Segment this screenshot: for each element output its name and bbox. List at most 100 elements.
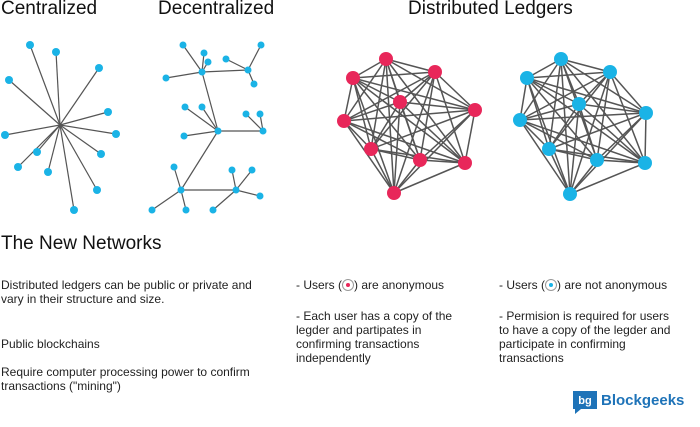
network-edge xyxy=(343,77,354,122)
network-edge xyxy=(609,71,647,114)
network-edge xyxy=(247,44,262,71)
network-edge xyxy=(519,58,562,121)
network-node xyxy=(209,206,217,214)
network-node xyxy=(33,148,41,156)
network-edge xyxy=(352,77,476,111)
svg-text:bg: bg xyxy=(578,395,591,407)
network-edge xyxy=(182,44,203,73)
network-diagrams xyxy=(1,41,653,214)
ledger-node xyxy=(554,52,568,66)
ledger-node xyxy=(563,187,577,201)
network-node xyxy=(200,49,208,57)
network-node xyxy=(248,166,256,174)
ledger-node xyxy=(513,113,527,127)
network-edge xyxy=(173,166,182,191)
ledger-node xyxy=(387,186,401,200)
network-edge xyxy=(609,71,646,164)
network-node xyxy=(170,163,178,171)
heading-distributed-ledgers: Distributed Ledgers xyxy=(408,0,573,19)
network-edge xyxy=(560,58,611,73)
network-node xyxy=(259,127,267,135)
network-node xyxy=(222,55,230,63)
network-edge xyxy=(55,51,61,126)
network-edge xyxy=(526,77,580,105)
network-edge xyxy=(4,124,61,136)
private-users-prefix: - Users ( xyxy=(499,278,545,292)
network-edge xyxy=(343,120,466,164)
private-node-icon xyxy=(545,279,557,291)
network-node xyxy=(93,186,101,194)
network-edge xyxy=(399,101,466,164)
network-edge xyxy=(560,58,646,164)
network-edge xyxy=(245,113,264,132)
network-edge xyxy=(151,189,182,211)
network-edge xyxy=(183,130,219,137)
network-node xyxy=(257,41,265,49)
intro-text: Distributed ledgers can be public or pri… xyxy=(1,278,252,306)
network-edge xyxy=(569,112,647,195)
network-edge xyxy=(519,112,647,121)
network-edge xyxy=(393,159,421,194)
network-node xyxy=(95,64,103,72)
network-edge xyxy=(526,77,646,164)
network-node xyxy=(52,48,60,56)
network-edge xyxy=(352,77,466,164)
network-edge xyxy=(59,124,98,191)
ledger-node xyxy=(379,52,393,66)
network-edge xyxy=(578,103,646,164)
private-users-note: - Users () are not anonymous xyxy=(499,278,699,292)
public-blockchains-label: Public blockchains xyxy=(1,337,100,351)
network-node xyxy=(214,127,222,135)
network-edge xyxy=(569,159,598,195)
public-users-prefix: - Users ( xyxy=(296,278,342,292)
network-edge xyxy=(343,120,395,194)
ledger-node xyxy=(639,106,653,120)
network-node xyxy=(162,74,170,82)
network-edge xyxy=(343,109,476,122)
network-node xyxy=(5,76,13,84)
network-edge xyxy=(596,159,646,164)
network-edge xyxy=(201,69,249,73)
network-edge xyxy=(419,159,466,164)
network-edge xyxy=(434,71,476,111)
network-edge xyxy=(370,109,476,150)
network-node xyxy=(104,108,112,116)
network-node xyxy=(204,58,212,66)
network-edge xyxy=(526,71,611,79)
public-users-note: - Users () are anonymous xyxy=(296,278,486,292)
network-edge xyxy=(519,119,571,195)
network-node xyxy=(70,206,78,214)
network-node xyxy=(26,41,34,49)
network-node xyxy=(242,110,250,118)
network-node xyxy=(244,66,252,74)
ledger-node xyxy=(393,95,407,109)
network-edge xyxy=(235,169,253,191)
ledger-node xyxy=(520,71,534,85)
brand-name: Blockgeeks xyxy=(601,392,685,409)
network-node xyxy=(256,110,264,118)
network-node xyxy=(97,150,105,158)
network-node xyxy=(256,192,264,200)
ledger-node xyxy=(428,65,442,79)
network-edge xyxy=(235,189,261,197)
network-edge xyxy=(519,71,611,121)
network-edge xyxy=(569,162,646,195)
network-node xyxy=(112,130,120,138)
network-edge xyxy=(548,148,571,195)
private-permission-note: - Permision is required for users to hav… xyxy=(499,309,671,365)
network-edge xyxy=(225,58,249,71)
network-edge xyxy=(352,77,372,150)
network-edge xyxy=(29,44,61,126)
section-title: The New Networks xyxy=(1,233,162,254)
ledger-node xyxy=(590,153,604,167)
network-edge xyxy=(201,106,219,132)
network-edge xyxy=(519,119,646,164)
network-node xyxy=(198,68,206,76)
ledger-node xyxy=(346,71,360,85)
network-edge xyxy=(201,71,219,132)
bg-logo-icon: bg xyxy=(573,391,597,414)
network-edge xyxy=(464,109,476,164)
network-edge xyxy=(526,77,571,195)
network-edge xyxy=(644,112,647,164)
public-ledger-network xyxy=(337,52,482,200)
